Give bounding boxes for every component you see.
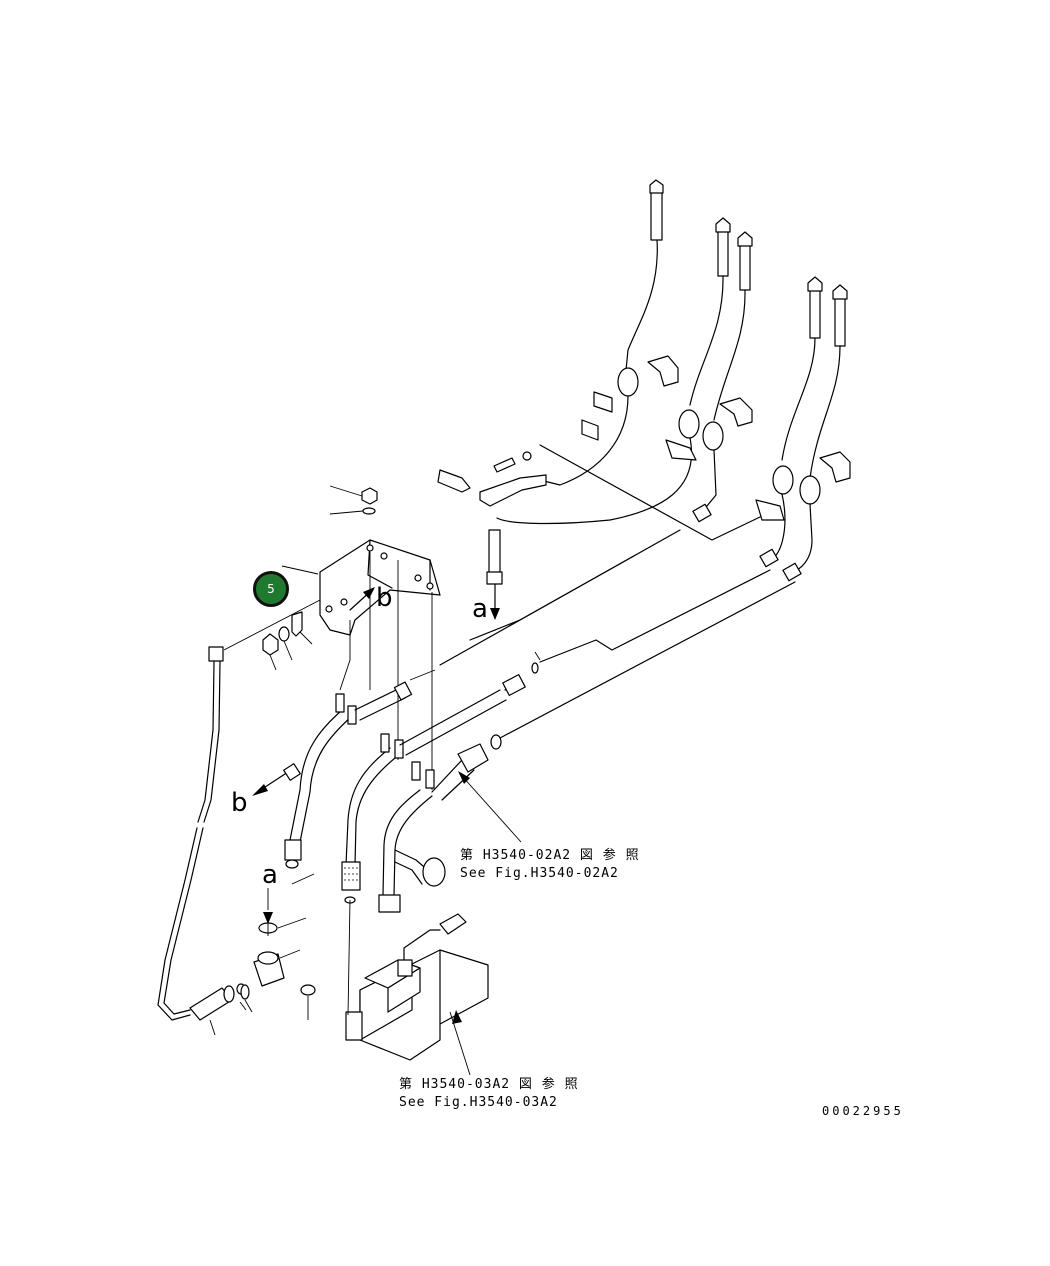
note-fig-02-en: See Fig.H3540-02A2 <box>460 866 619 881</box>
ref-letter-a-upper: a <box>472 594 488 624</box>
hardware-small-parts <box>223 599 321 671</box>
note-fig-03-jp: 第 H3540-03A2 図 参 照 <box>399 1077 579 1092</box>
ref-letter-a-lower: a <box>262 860 278 890</box>
callout-5[interactable]: 5 <box>253 571 289 607</box>
control-valve <box>240 873 489 1076</box>
ref-letter-b-lower: b <box>231 788 248 818</box>
upper-hose-assembly <box>437 179 851 620</box>
note-fig-02-jp: 第 H3540-02A2 図 参 照 <box>460 848 640 863</box>
drawing-number: 00022955 <box>822 1104 904 1118</box>
note-fig-03-en: See Fig.H3540-03A2 <box>399 1095 558 1110</box>
sensor-cable <box>157 646 247 1036</box>
long-tubes <box>409 444 796 739</box>
mounting-bracket <box>281 485 441 790</box>
middle-tubes <box>252 651 541 913</box>
ref-letter-b-upper: b <box>376 583 393 613</box>
